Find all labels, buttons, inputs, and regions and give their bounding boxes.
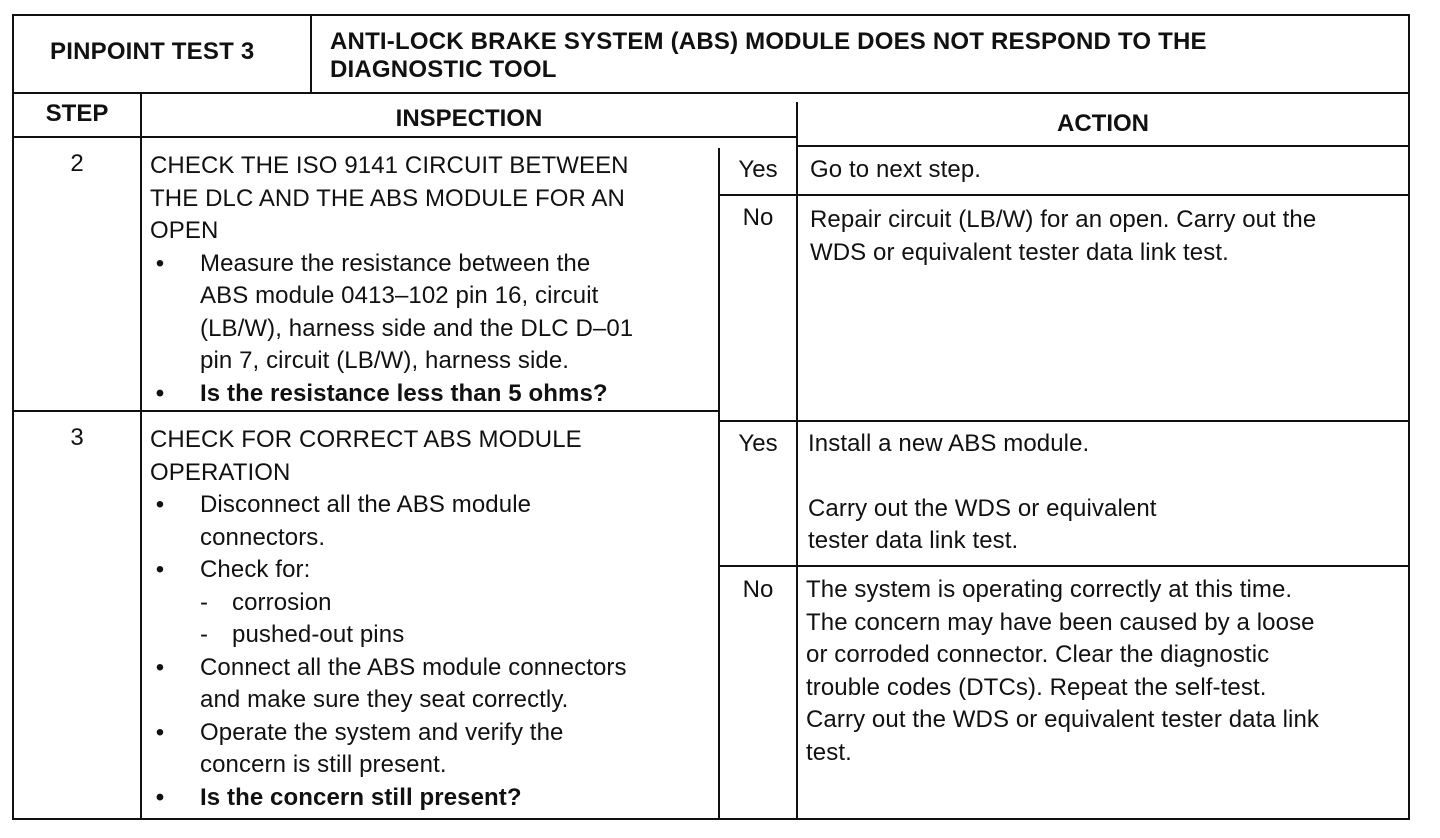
action-line: or corroded connector. Clear the diagnos…	[806, 641, 1270, 668]
pinpoint-test-table: PINPOINT TEST 3 ANTI-LOCK BRAKE SYSTEM (…	[12, 14, 1410, 820]
dash-mark: -	[200, 588, 209, 616]
inspection-heading-line: CHECK THE ISO 9141 CIRCUIT BETWEEN	[150, 152, 629, 179]
rule-step2-bottom-right	[718, 420, 1408, 422]
step-3-yes-label: Yes	[738, 430, 778, 457]
inspection-question: • Is the concern still present?	[150, 782, 716, 815]
rule-step2-bottom-left	[14, 410, 718, 412]
rule-step2-yes-bottom	[718, 194, 1408, 196]
step-3-inspection: CHECK FOR CORRECT ABS MODULE OPERATION •…	[150, 424, 716, 814]
question-text: Is the resistance less than 5 ohms?	[200, 379, 608, 407]
step-number: 2	[70, 150, 84, 177]
step-2-inspection: CHECK THE ISO 9141 CIRCUIT BETWEEN THE D…	[150, 150, 716, 410]
action-line: WDS or equivalent tester data link test.	[810, 238, 1229, 266]
inspection-question: • Is the resistance less than 5 ohms?	[150, 378, 716, 411]
action-line: trouble codes (DTCs). Repeat the self-te…	[806, 673, 1267, 701]
inspection-heading-line: OPEN	[150, 217, 219, 244]
inspection-sub-item: - pushed-out pins	[150, 619, 716, 652]
step-3-no-action: The system is operating correctly at thi…	[806, 574, 1319, 769]
step-2-no-label: No	[742, 204, 774, 231]
inspection-heading-line: THE DLC AND THE ABS MODULE FOR AN	[150, 184, 625, 212]
bullet-line: ABS module 0413–102 pin 16, circuit	[200, 282, 599, 309]
action-line: test.	[806, 738, 852, 766]
rule-title-divider	[310, 16, 312, 92]
step-2-yes-label: Yes	[738, 156, 778, 183]
inspection-heading-line: OPERATION	[150, 458, 291, 486]
action-line: Install a new ABS module.	[808, 430, 1090, 457]
paragraph-gap	[808, 461, 1157, 493]
bullet-mark: •	[155, 783, 165, 811]
bullet-line: pin 7, circuit (LB/W), harness side.	[200, 347, 570, 374]
step-2-yes-action: Go to next step.	[810, 156, 982, 183]
bullet-mark: •	[155, 249, 165, 277]
rule-action-col	[796, 102, 798, 818]
inspection-heading-line: CHECK FOR CORRECT ABS MODULE	[150, 426, 582, 453]
inspection-sub-item: - corrosion	[150, 587, 716, 620]
inspection-bullet: • Disconnect all the ABS module connecto…	[150, 489, 716, 554]
column-header-inspection: INSPECTION	[395, 105, 543, 132]
rule-yesno-col	[718, 148, 720, 818]
step-3-yes-action: Install a new ABS module. Carry out the …	[808, 428, 1157, 558]
bullet-mark: •	[155, 653, 165, 681]
inspection-bullet: • Check for:	[150, 554, 716, 587]
bullet-line: connectors.	[200, 523, 326, 551]
column-header-action: ACTION	[1057, 110, 1149, 137]
action-line: The concern may have been caused by a lo…	[806, 608, 1315, 636]
bullet-line: Disconnect all the ABS module	[200, 491, 532, 518]
test-title: ANTI-LOCK BRAKE SYSTEM (ABS) MODULE DOES…	[330, 28, 1207, 84]
bullet-mark: •	[155, 556, 165, 583]
action-line: The system is operating correctly at thi…	[806, 576, 1293, 603]
rule-action-header-bottom	[796, 145, 1408, 147]
step-number: 3	[70, 424, 84, 451]
rule-title-bottom	[14, 92, 1408, 94]
test-title-line-1: ANTI-LOCK BRAKE SYSTEM (ABS) MODULE DOES…	[330, 28, 1207, 55]
bullet-line: and make sure they seat correctly.	[200, 686, 569, 713]
inspection-bullet: • Measure the resistance between the ABS…	[150, 248, 716, 378]
action-line: Carry out the WDS or equivalent tester d…	[806, 706, 1320, 733]
dash-mark: -	[200, 621, 209, 648]
sub-item-text: corrosion	[232, 588, 332, 616]
sub-item-text: pushed-out pins	[232, 621, 405, 648]
action-line: Carry out the WDS or equivalent	[808, 494, 1157, 522]
test-title-line-2: DIAGNOSTIC TOOL	[330, 56, 557, 83]
bullet-line: Measure the resistance between the	[200, 249, 591, 277]
rule-step-col	[140, 92, 142, 818]
action-line: Repair circuit (LB/W) for an open. Carry…	[810, 206, 1317, 233]
bullet-line: Check for:	[200, 556, 311, 583]
rule-step3-yes-bottom	[718, 565, 1408, 567]
column-header-step: STEP	[45, 100, 109, 127]
bullet-mark: •	[155, 491, 165, 518]
inspection-bullet: • Operate the system and verify the conc…	[150, 717, 716, 782]
rule-inspection-header-bottom	[14, 136, 796, 138]
inspection-bullet: • Connect all the ABS module connectors …	[150, 652, 716, 717]
step-3-no-label: No	[742, 576, 774, 603]
bullet-line: Operate the system and verify the	[200, 718, 564, 746]
bullet-mark: •	[155, 379, 165, 407]
bullet-line: (LB/W), harness side and the DLC D–01	[200, 314, 634, 342]
action-line: tester data link test.	[808, 527, 1019, 554]
bullet-line: concern is still present.	[200, 751, 447, 778]
step-2-no-action: Repair circuit (LB/W) for an open. Carry…	[810, 204, 1316, 269]
bullet-line: Connect all the ABS module connectors	[200, 653, 627, 681]
bullet-mark: •	[155, 718, 165, 746]
pinpoint-test-label: PINPOINT TEST 3	[50, 38, 255, 65]
question-text: Is the concern still present?	[200, 783, 522, 811]
